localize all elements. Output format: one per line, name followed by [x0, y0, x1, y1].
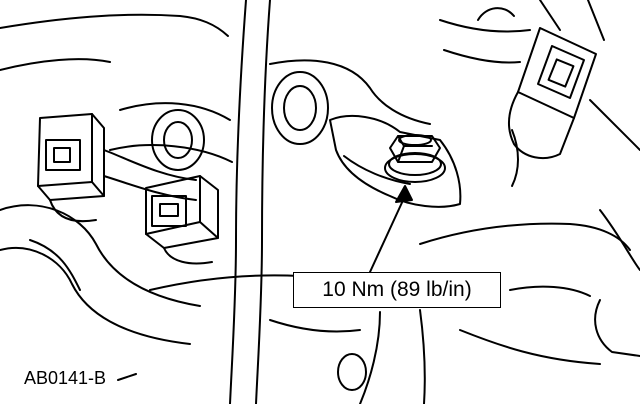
- bracket: [329, 115, 462, 208]
- left-connector: [37, 113, 105, 223]
- boss-mid: [271, 71, 329, 145]
- figure-id-label: AB0141-B: [24, 368, 107, 388]
- vertical-hose-left-edge: [229, 0, 247, 404]
- lower-contour-2: [269, 319, 361, 333]
- right-housing-2: [599, 209, 640, 271]
- bolt: [384, 134, 446, 183]
- middle-connector: [145, 175, 219, 265]
- upper-contour: [269, 59, 431, 125]
- bracket-edge: [343, 155, 411, 185]
- leader-line: [369, 195, 406, 273]
- torque-callout: 10 Nm (89 lb/in): [293, 272, 501, 308]
- arm-top: [419, 222, 631, 251]
- lower-hose-bottom: [0, 246, 191, 345]
- right-injector: [508, 0, 605, 187]
- bottom-curve: [359, 311, 381, 404]
- fuel-rail-top: [439, 19, 531, 33]
- bottom-boss: [337, 353, 367, 391]
- boss-mid-inner: [283, 85, 317, 131]
- right-housing-3: [594, 299, 640, 357]
- fuel-rail-bottom: [443, 49, 521, 64]
- lower-hose-inner: [29, 239, 81, 291]
- housing-outline: [0, 13, 229, 37]
- boss-left: [151, 109, 205, 171]
- torque-spec-text: 10 Nm (89 lb/in): [322, 278, 472, 301]
- figure-id-tick: [117, 373, 137, 381]
- bottom-curve-2: [419, 309, 426, 404]
- bottom-right-contour: [459, 329, 601, 365]
- lower-hose-top: [0, 204, 201, 307]
- boss-left-inner: [163, 121, 193, 159]
- upper-contour-2: [119, 102, 231, 121]
- leader-arrowhead: [395, 185, 413, 203]
- lower-contour: [149, 274, 301, 291]
- housing-edge: [0, 58, 111, 71]
- rail-bump: [477, 7, 515, 21]
- vertical-hose-right-edge: [255, 0, 271, 404]
- arm-bottom: [509, 285, 591, 297]
- upper-contour-3: [109, 144, 233, 163]
- right-housing: [589, 99, 640, 151]
- wire-harness-top: [103, 149, 197, 181]
